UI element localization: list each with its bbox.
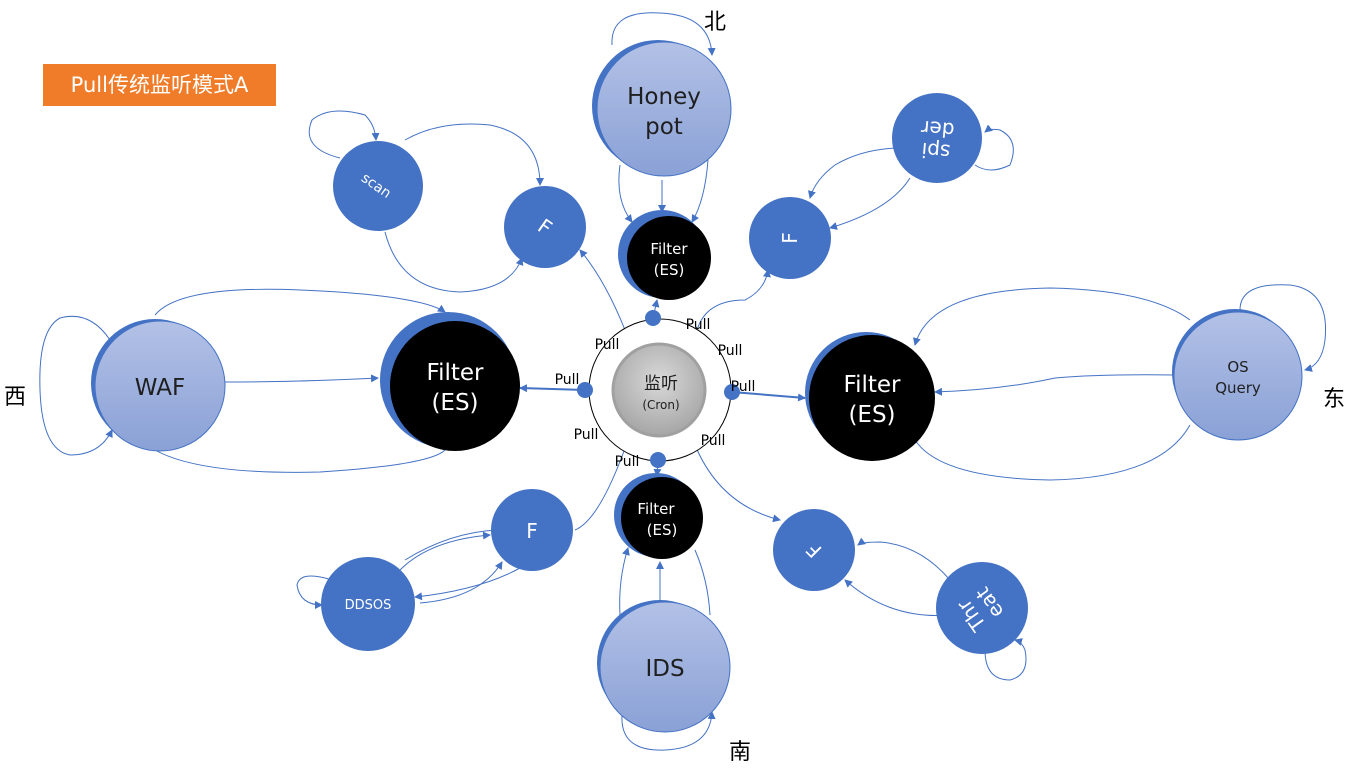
loop-ids	[621, 711, 716, 751]
filter-south-line2: (ES)	[647, 521, 678, 539]
loop-osquery	[1239, 284, 1327, 372]
honeypot-label-line1: Honey	[627, 84, 701, 110]
osquery-label-line2: Query	[1215, 379, 1261, 397]
arrow-ddsos-f-top	[404, 529, 499, 561]
ids-label: IDS	[645, 656, 684, 682]
pull-label-s: Pull	[615, 454, 640, 470]
connectors	[39, 12, 1327, 751]
node-spider[interactable]: spi der	[892, 93, 982, 183]
arrow-spider-f	[808, 147, 896, 199]
ddsos-label: DDSOS	[345, 598, 392, 613]
filter-north-line1: Filter	[650, 240, 688, 258]
arrow-waf-filter	[224, 374, 379, 383]
spider-label-line1: spi	[921, 138, 952, 164]
mini-filter-se[interactable]: F	[773, 509, 855, 591]
filter-east-line2: (ES)	[848, 402, 895, 428]
node-scan[interactable]: scan	[333, 141, 423, 231]
spider-label-line2: der	[919, 116, 955, 143]
arrow-threat-f-bottom	[844, 579, 951, 617]
pull-port-north	[645, 310, 661, 326]
mini-filter-sw-label: F	[526, 519, 538, 543]
pull-label-e: Pull	[731, 379, 756, 395]
node-honeypot[interactable]: Honey pot	[592, 40, 732, 177]
filter-es-west[interactable]: Filter (ES)	[380, 312, 520, 451]
filter-es-east[interactable]: Filter (ES)	[805, 332, 935, 461]
loop-spider	[974, 124, 1014, 171]
center-hub[interactable]: 监听 (Cron)	[577, 310, 740, 468]
arrow-osquery-filter	[934, 374, 1176, 396]
arrow-osquery-filter-top	[912, 287, 1191, 346]
pull-labels: Pull Pull Pull Pull Pull Pull Pull Pull	[555, 317, 756, 470]
arrow-spider-f-bottom	[829, 177, 911, 230]
nodes: Honey pot WAF OS Query IDS scan	[4, 10, 1345, 765]
diagram-title: Pull传统监听模式A	[43, 64, 276, 106]
pull-port-west	[577, 382, 593, 398]
center-sublabel: (Cron)	[642, 398, 679, 412]
loop-scan	[308, 110, 380, 159]
arrow-ids-filter2	[619, 547, 630, 616]
arrow-ids-filter3	[694, 549, 711, 616]
node-threat[interactable]: Thr eat	[936, 562, 1028, 654]
arrow-waf-filter-top	[154, 288, 446, 316]
filter-west-line2: (ES)	[431, 390, 478, 416]
arrow-honeypot-filter2	[618, 164, 633, 223]
filter-east-line1: Filter	[844, 372, 902, 398]
filter-south-line1: Filter	[637, 500, 675, 518]
pull-label-w: Pull	[555, 372, 580, 388]
mini-filter-ne-label: F	[778, 232, 802, 244]
direction-west: 西	[4, 385, 26, 410]
osquery-label-line1: OS	[1227, 358, 1248, 376]
direction-north: 北	[704, 10, 726, 35]
loop-waf	[39, 315, 113, 456]
arrow-scan-f-bottom	[384, 231, 524, 293]
mini-filter-ne[interactable]: F	[749, 197, 831, 279]
center-label: 监听	[644, 374, 678, 394]
pull-port-east	[724, 384, 740, 400]
node-ddsos[interactable]: DDSOS	[321, 557, 415, 651]
arrow-ddsos-f	[399, 531, 491, 571]
pull-arrow-nw	[579, 249, 626, 331]
arrow-ddsos-f-bottom	[419, 561, 503, 604]
pull-port-south	[650, 452, 666, 468]
arrow-osquery-filter-bottom	[914, 424, 1191, 481]
waf-label: WAF	[135, 375, 185, 401]
center-core	[611, 342, 707, 438]
mini-filter-sw[interactable]: F	[491, 489, 573, 571]
pull-arrow-se	[694, 444, 781, 523]
loop-ddsos	[296, 575, 333, 609]
pull-arrow-west	[519, 384, 586, 393]
direction-east: 东	[1323, 387, 1345, 412]
mini-filter-nw[interactable]: F	[504, 186, 586, 268]
pull-label-se: Pull	[701, 433, 726, 449]
node-osquery[interactable]: OS Query	[1172, 309, 1303, 441]
pull-label-nw: Pull	[595, 337, 620, 353]
pull-arrow-east	[731, 391, 806, 402]
filter-es-south[interactable]: Filter (ES)	[614, 473, 703, 559]
honeypot-label-line2: pot	[645, 114, 683, 140]
direction-south: 南	[729, 740, 751, 765]
node-ids[interactable]: IDS	[597, 600, 731, 733]
pull-label-sw: Pull	[574, 427, 599, 443]
arrow-waf-filter-bottom	[154, 449, 446, 473]
direction-labels: 北 南 东 西	[4, 10, 1345, 765]
pull-arrow-ne	[694, 269, 771, 341]
filter-es-north[interactable]: Filter (ES)	[618, 210, 711, 300]
filter-north-line2: (ES)	[654, 261, 685, 279]
arrow-threat-f	[857, 537, 951, 581]
pull-arrow-sw	[574, 439, 629, 531]
pull-label-ne: Pull	[718, 343, 743, 359]
filter-west-line1: Filter	[427, 360, 485, 386]
arrow-scan-f	[404, 123, 544, 186]
pull-label-n: Pull	[686, 317, 711, 333]
loop-threat	[984, 638, 1027, 681]
node-waf[interactable]: WAF	[91, 319, 226, 452]
arrow-honeypot-filter3	[691, 159, 709, 223]
loop-honeypot	[611, 12, 716, 56]
arrow-f-ddsos	[414, 567, 521, 601]
